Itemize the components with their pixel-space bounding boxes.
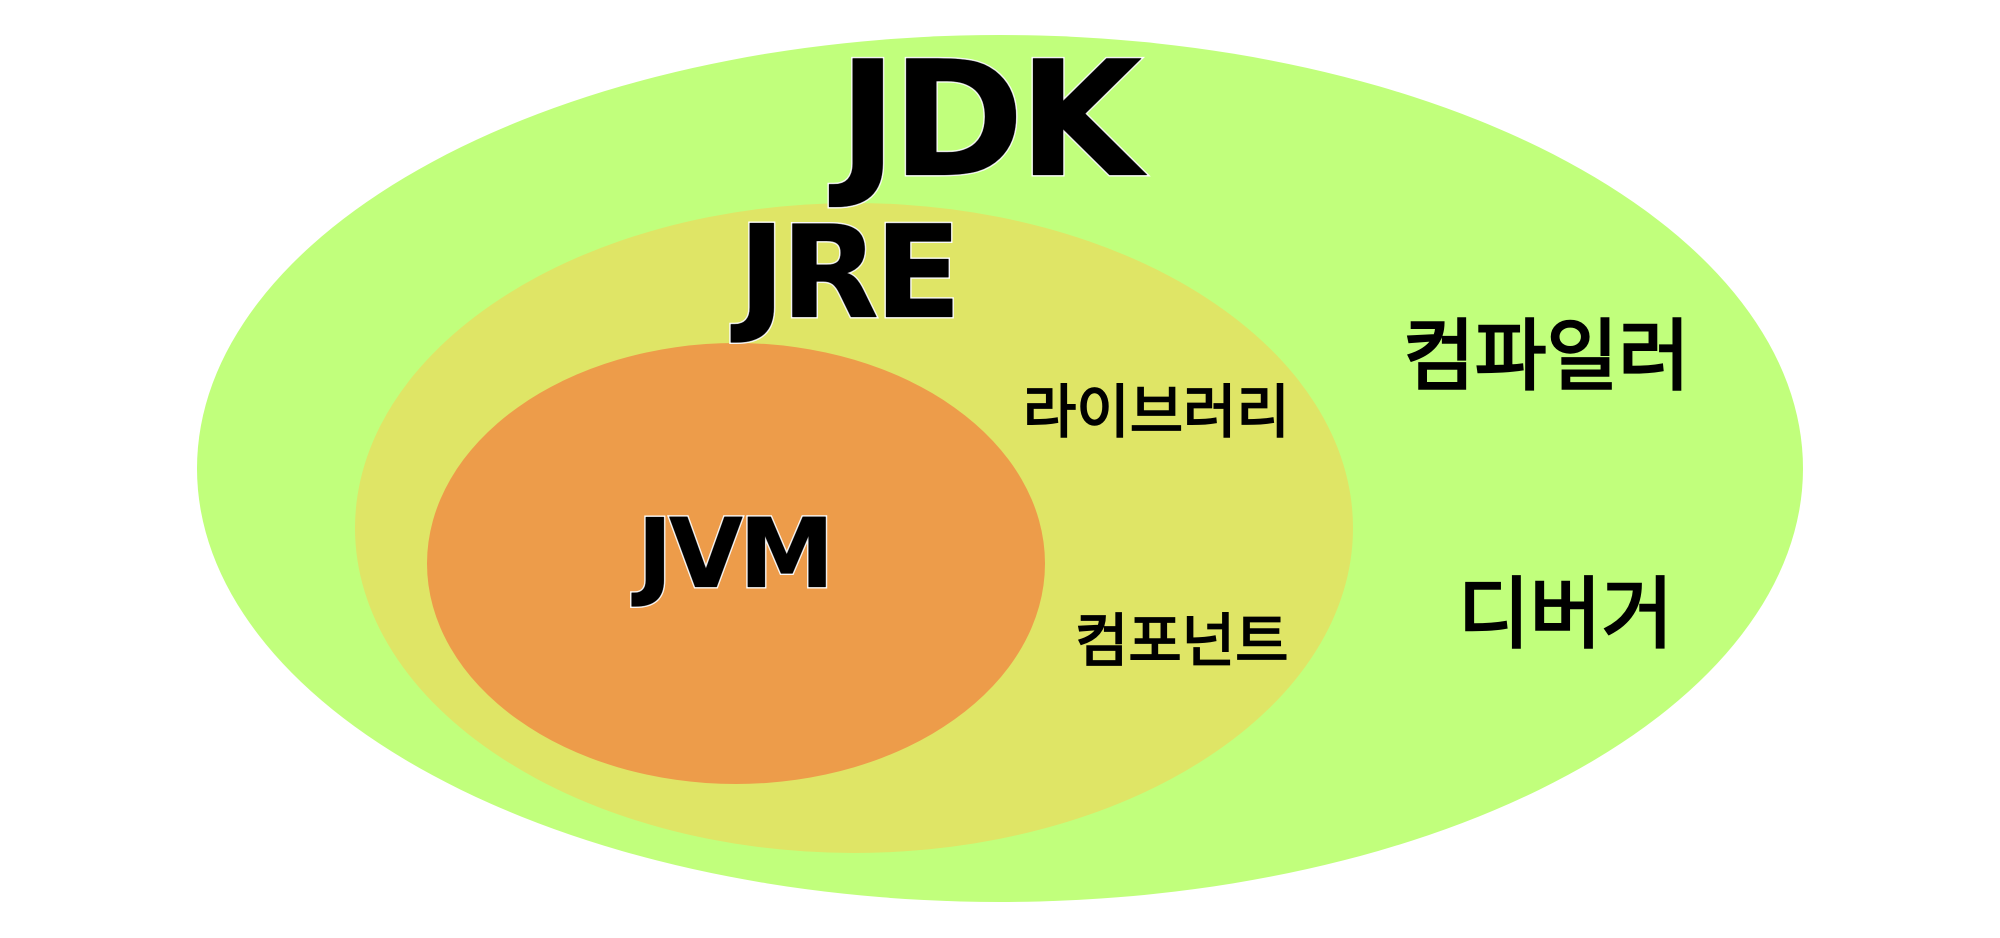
jvm-ellipse bbox=[427, 343, 1045, 784]
compiler-label: 컴파일러 bbox=[1403, 312, 1691, 402]
jdk-title: JDK bbox=[836, 26, 1143, 213]
library-label: 라이브러리 bbox=[1023, 378, 1290, 446]
jre-title: JRE bbox=[737, 199, 964, 348]
debugger-label: 디버거 bbox=[1458, 570, 1674, 660]
component-label: 컴포넌트 bbox=[1075, 607, 1289, 675]
jvm-title: JVM bbox=[636, 498, 837, 610]
